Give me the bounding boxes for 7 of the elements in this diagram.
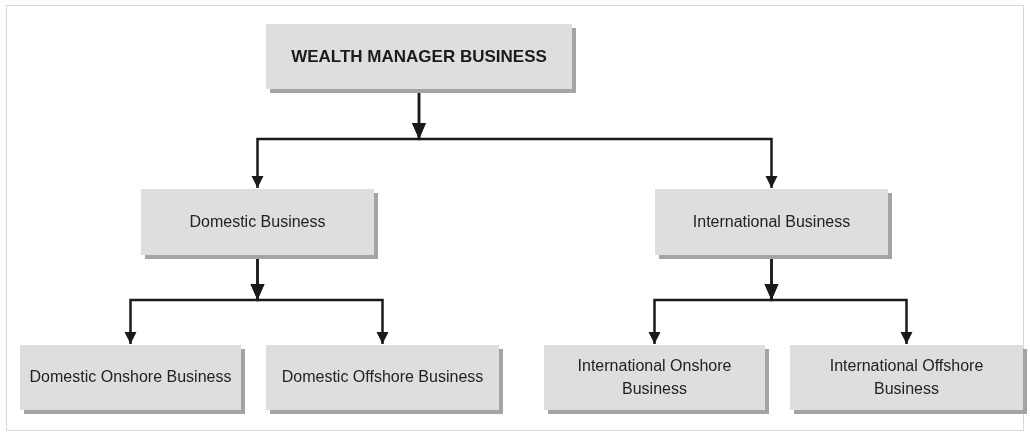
box-label: International Onshore Business <box>576 356 733 399</box>
box-label: Domestic Onshore Business <box>29 367 232 388</box>
box-label: WEALTH MANAGER BUSINESS <box>291 45 547 68</box>
box-label: Domestic Business <box>189 211 326 232</box>
box-label: International Offshore Business <box>828 356 985 399</box>
box-label: International Business <box>692 211 851 232</box>
box-label: Domestic Offshore Business <box>281 367 484 388</box>
